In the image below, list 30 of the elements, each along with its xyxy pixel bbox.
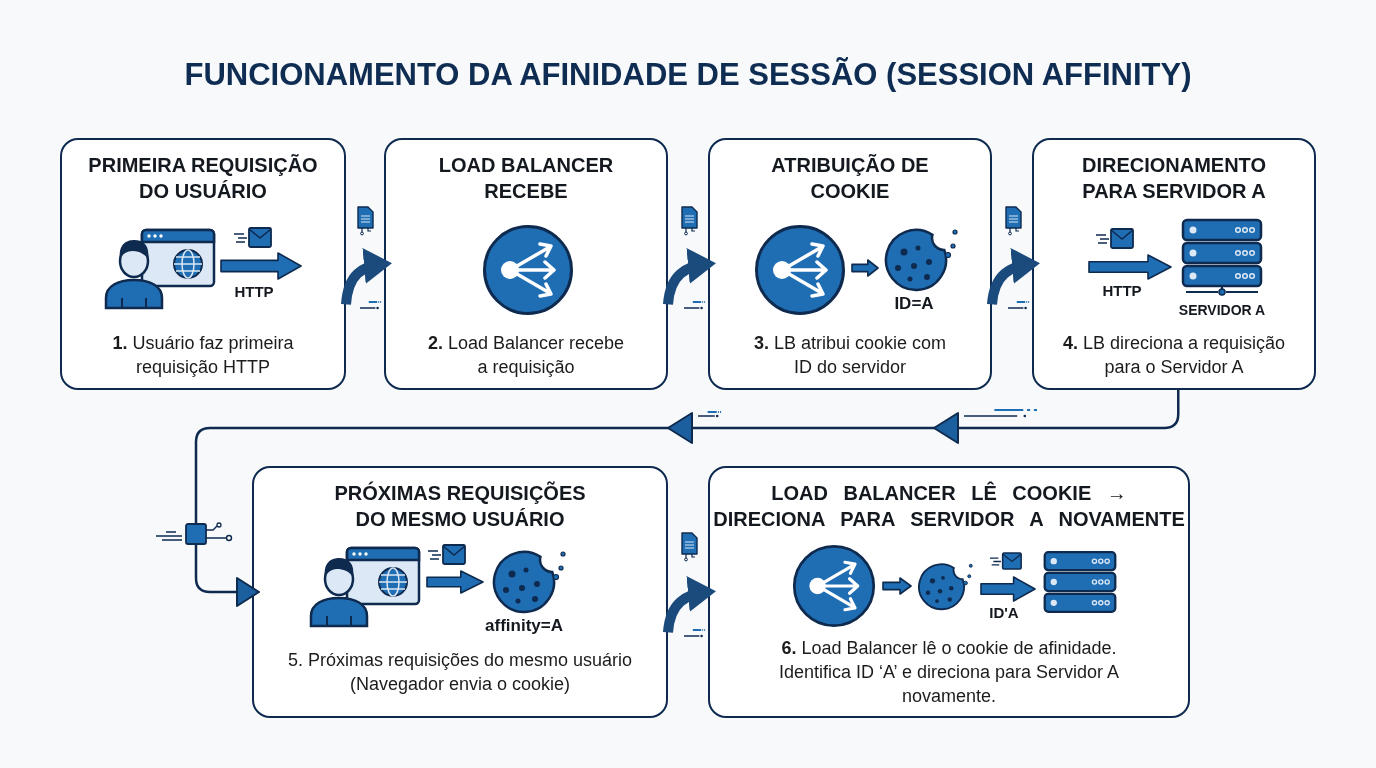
icon-caption: ID=A — [894, 294, 934, 314]
step-heading: LOAD BALANCER RECEBE — [437, 153, 615, 204]
step-heading: PRIMEIRA REQUISIÇÃO DO USUÁRIO — [87, 153, 319, 204]
step-card — [1032, 138, 1316, 390]
step-description: 4. LB direciona a requisição para o Servidor A — [1061, 332, 1287, 379]
step-heading: LOAD BALANCER LÊ COOKIE → DIRECIONA PARA SERVIDOR A NOVAMENTE — [712, 480, 1186, 532]
step-description: 1. Usuário faz primeira requisição HTTP — [111, 332, 295, 379]
icon-caption: HTTP — [1102, 282, 1142, 300]
curved-arrow — [341, 248, 392, 305]
icon-caption: affinity=A — [485, 616, 563, 636]
icon-caption: HTTP — [234, 283, 274, 301]
step-card — [708, 466, 1190, 718]
step-heading: DIRECIONAMENTO PARA SERVIDOR A — [1080, 153, 1268, 204]
step-card — [252, 466, 668, 718]
icon-caption: ID'A — [989, 604, 1019, 622]
curved-arrow — [663, 576, 716, 633]
curved-arrow — [987, 248, 1040, 305]
step-description: 6. Load Balancer lê o cookie de afinidade. Identifica ID ‘A’ e direciona para Servidor A novamente. — [777, 637, 1121, 708]
step-description: 2. Load Balancer recebe a requisição — [426, 332, 626, 379]
step-heading: PRÓXIMAS REQUISIÇÕES DO MESMO USUÁRIO — [333, 480, 587, 532]
step-description: 3. LB atribui cookie com ID do servidor — [752, 332, 948, 379]
step-description: 5. Próximas requisições do mesmo usuário (Navegador envia o cookie) — [286, 649, 634, 696]
connector-arrow — [194, 390, 1180, 607]
step-card — [708, 138, 992, 390]
curved-arrow — [663, 248, 716, 305]
step-heading: ATRIBUIÇÃO DE COOKIE — [770, 153, 930, 204]
step-card — [384, 138, 668, 390]
step-card — [60, 138, 346, 390]
icon-caption: SERVIDOR A — [1178, 302, 1266, 319]
diagram-title: FUNCIONAMENTO DA AFINIDADE DE SESSÃO (SESSION AFFINITY) — [184, 56, 1192, 94]
